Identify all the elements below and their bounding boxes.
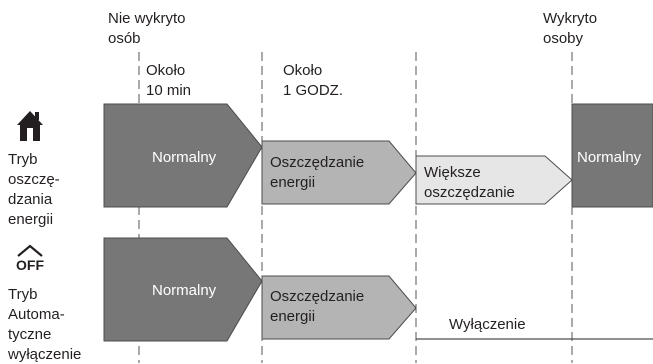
svg-text:OFF: OFF [16, 257, 44, 273]
off-normal-text: Normalny [152, 282, 217, 299]
eco-saving-shape [261, 140, 417, 205]
eco-mode-label-line2: oszczę- [8, 171, 60, 188]
eco-mode-label-line1: Tryb [8, 151, 38, 168]
eco-normal-end-shape [571, 103, 653, 208]
no-people-label-line1: Nie wykryto [108, 10, 186, 27]
off-saving-shape [261, 275, 417, 340]
auto-off-label-line4: wyłączenie [8, 346, 82, 363]
time-10min-label-line2: 10 min [146, 82, 192, 99]
people-label-line2: osoby [543, 30, 584, 47]
time-10min-label-line1: Około [146, 62, 186, 79]
eco-normal-end-text: Normalny [577, 149, 642, 166]
eco-saving-text-line1: Oszczędzanie [270, 154, 364, 171]
people-label-line1: Wykryto [543, 10, 598, 27]
off-icon: OFF [16, 244, 44, 273]
eco-more-saving-text-line2: oszczędzanie [424, 184, 515, 201]
auto-off-label-line2: Automa- [8, 306, 65, 323]
time-1h-label-line1: Około [283, 62, 323, 79]
eco-normal-shape [103, 103, 263, 208]
auto-off-label-line1: Tryb [8, 286, 38, 303]
eco-more-saving-text-line1: Większe [424, 164, 481, 181]
eco-normal-text: Normalny [152, 149, 217, 166]
off-state-text: Wyłączenie [449, 316, 526, 333]
eco-saving-text-line2: energii [270, 174, 315, 191]
off-saving-text-line2: energii [270, 308, 315, 325]
off-saving-text-line1: Oszczędzanie [270, 288, 364, 305]
house-icon [17, 111, 43, 141]
off-normal-shape [103, 237, 263, 342]
no-people-label-line2: osób [108, 30, 141, 47]
eco-more-saving-shape [415, 155, 573, 205]
auto-off-label-line3: tyczne [8, 326, 52, 343]
eco-mode-label-line4: energii [8, 211, 54, 228]
eco-mode-label-line3: dzania [8, 191, 53, 208]
time-1h-label-line2: 1 GODZ. [283, 82, 344, 99]
